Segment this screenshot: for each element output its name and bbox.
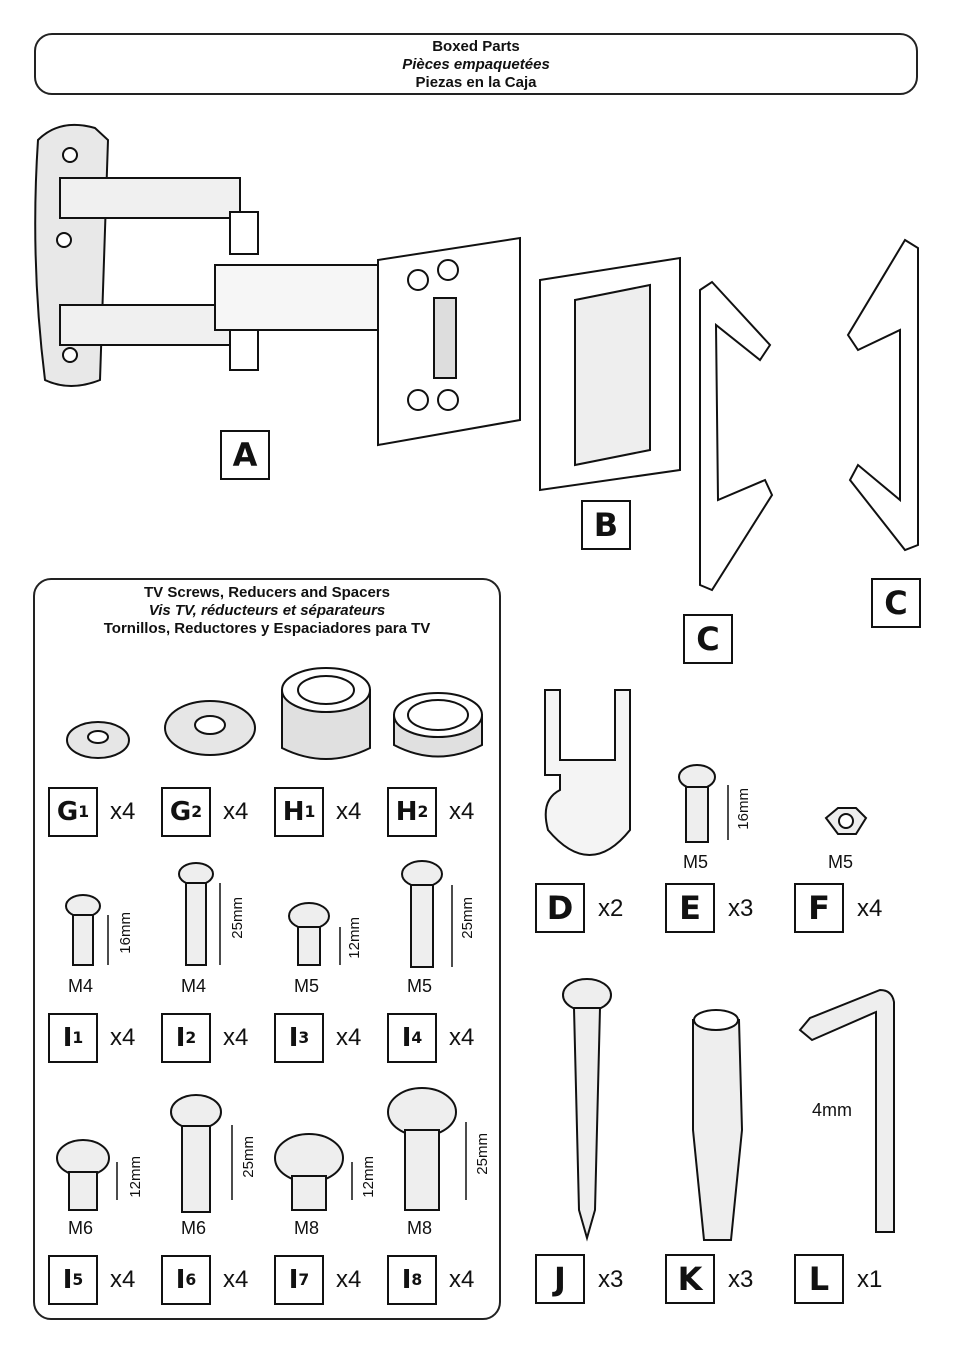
part-i4-letter: I bbox=[401, 1023, 412, 1053]
screw-i6-length: 25mm bbox=[240, 1136, 257, 1178]
part-i4-qty: x4 bbox=[449, 1024, 475, 1051]
panel-title-fr: Vis TV, réducteurs et séparateurs bbox=[148, 602, 386, 619]
part-i7-letter: I bbox=[288, 1265, 299, 1295]
part-i5-qty: x4 bbox=[110, 1266, 136, 1293]
screw-i2-size: M4 bbox=[181, 976, 207, 996]
part-i6-letter: I bbox=[175, 1265, 186, 1295]
part-h1-sub: 1 bbox=[304, 803, 316, 821]
part-g2-sub: 2 bbox=[191, 803, 203, 821]
screw-i6-size: M6 bbox=[181, 1218, 207, 1238]
part-i6-qty: x4 bbox=[223, 1266, 249, 1293]
header-title-fr: Pièces empaquetées bbox=[402, 56, 550, 73]
part-h2-sub: 2 bbox=[417, 803, 429, 821]
part-i5-letter: I bbox=[62, 1265, 73, 1295]
part-i3-letter: I bbox=[288, 1023, 299, 1053]
part-i8-letter: I bbox=[401, 1265, 412, 1295]
part-e-label: E bbox=[665, 883, 715, 933]
part-k-label: K bbox=[665, 1254, 715, 1304]
screw-i5-length: 12mm bbox=[127, 1156, 144, 1198]
screw-i4-length: 25mm bbox=[459, 897, 476, 939]
part-i4-sub: 4 bbox=[411, 1029, 423, 1047]
part-i2-letter: I bbox=[175, 1023, 186, 1053]
wall-arm-illustration bbox=[34, 123, 919, 592]
part-h2-letter: H bbox=[395, 797, 418, 827]
part-l-label: L bbox=[794, 1254, 844, 1304]
panel-title-en: TV Screws, Reducers and Spacers bbox=[144, 584, 390, 601]
part-d-label: D bbox=[535, 883, 585, 933]
part-i3-qty: x4 bbox=[336, 1024, 362, 1051]
screw-i8-size: M8 bbox=[407, 1218, 433, 1238]
header-title-es: Piezas en la Caja bbox=[415, 74, 537, 91]
part-i6-sub: 6 bbox=[185, 1271, 197, 1289]
screw-i4-size: M5 bbox=[407, 976, 433, 996]
part-i3-sub: 3 bbox=[298, 1029, 310, 1047]
part-i5-sub: 5 bbox=[72, 1271, 84, 1289]
panel-title-es: Tornillos, Reductores y Espaciadores par… bbox=[103, 620, 431, 637]
part-l-qty: x1 bbox=[857, 1266, 883, 1293]
screw-i5-size: M6 bbox=[68, 1218, 94, 1238]
part-b-label: B bbox=[581, 500, 631, 550]
part-l-length: 4mm bbox=[812, 1100, 852, 1120]
screw-i2-length: 25mm bbox=[229, 897, 246, 939]
part-j-qty: x3 bbox=[598, 1266, 624, 1293]
part-d-qty: x2 bbox=[598, 895, 624, 922]
screw-i3-size: M5 bbox=[294, 976, 320, 996]
part-e-qty: x3 bbox=[728, 895, 754, 922]
part-e-length: 16mm bbox=[735, 788, 752, 830]
header-box: Boxed Parts Pièces empaquetées Piezas en… bbox=[34, 33, 918, 95]
screw-i7-size: M8 bbox=[294, 1218, 320, 1238]
part-g1-letter: G bbox=[56, 797, 79, 827]
part-h2-qty: x4 bbox=[449, 798, 475, 825]
part-i8-qty: x4 bbox=[449, 1266, 475, 1293]
part-i8-sub: 8 bbox=[411, 1271, 423, 1289]
part-i1-qty: x4 bbox=[110, 1024, 136, 1051]
screw-i1-length: 16mm bbox=[117, 912, 134, 954]
part-i2-sub: 2 bbox=[185, 1029, 197, 1047]
part-g2-qty: x4 bbox=[223, 798, 249, 825]
screw-i3-length: 12mm bbox=[346, 917, 363, 959]
part-g1-sub: 1 bbox=[78, 803, 90, 821]
part-c-label-2: C bbox=[871, 578, 921, 628]
part-h1-qty: x4 bbox=[336, 798, 362, 825]
part-g1-qty: x4 bbox=[110, 798, 136, 825]
part-i7-qty: x4 bbox=[336, 1266, 362, 1293]
part-h1-letter: H bbox=[282, 797, 305, 827]
part-e-size: M5 bbox=[683, 852, 709, 872]
part-g2-letter: G bbox=[169, 797, 192, 827]
part-c-label-1: C bbox=[683, 614, 733, 664]
part-i1-letter: I bbox=[62, 1023, 73, 1053]
part-f-size: M5 bbox=[828, 852, 854, 872]
part-i7-sub: 7 bbox=[298, 1271, 310, 1289]
part-j-label: J bbox=[535, 1254, 585, 1304]
part-i2-qty: x4 bbox=[223, 1024, 249, 1051]
tv-screws-panel bbox=[33, 578, 501, 1320]
header-title-en: Boxed Parts bbox=[432, 38, 520, 55]
panel-title: TV Screws, Reducers and Spacers Vis TV, … bbox=[34, 584, 500, 638]
part-k-qty: x3 bbox=[728, 1266, 754, 1293]
screw-i1-size: M4 bbox=[68, 976, 94, 996]
part-i1-sub: 1 bbox=[72, 1029, 84, 1047]
part-a-label: A bbox=[220, 430, 270, 480]
screw-i8-length: 25mm bbox=[474, 1133, 491, 1175]
screw-i7-length: 12mm bbox=[360, 1156, 377, 1198]
part-f-label: F bbox=[794, 883, 844, 933]
part-f-qty: x4 bbox=[857, 895, 883, 922]
